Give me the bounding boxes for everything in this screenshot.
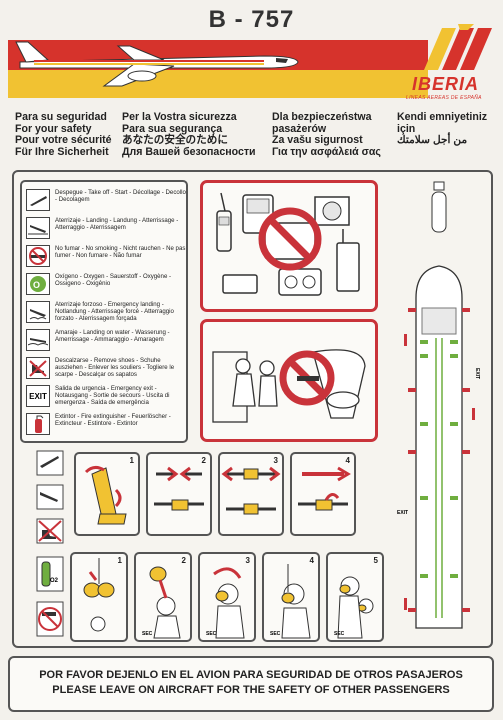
oxygen-step-4: 4 SEC: [262, 552, 320, 642]
no-smoking-lavatory-panel: [200, 319, 378, 442]
legend-row-no-smoking: No fumar - No smoking - Nicht rauchen - …: [26, 244, 186, 270]
legend-row-ditching: Amaraje - Landing on water - Wasserung -…: [26, 328, 186, 354]
ditching-icon: [26, 329, 50, 351]
legend-row-oxygen: O Oxígeno - Oxygen - Sauerstoff - Oxygèn…: [26, 272, 186, 298]
airplane-icon: [15, 41, 299, 87]
seat-icon: [84, 465, 127, 525]
sec-label-4: SEC: [270, 631, 281, 637]
remove-shoes-icon: [26, 357, 50, 379]
oxygen-mask-pull-icon: [149, 566, 181, 639]
electronic-devices-icon: [216, 192, 360, 296]
sec-label-5: SEC: [334, 631, 345, 637]
legend-row-extinguisher: Extintor - Fire extinguisher - Feuerlösc…: [26, 412, 186, 438]
seatbelt-tighten-icon: [221, 466, 281, 515]
brace-positions: [36, 450, 64, 546]
footer-line-spanish: POR FAVOR DEJENLO EN EL AVION PARA SEGUR…: [39, 669, 463, 681]
extinguisher-icon: [26, 413, 50, 435]
oxygen-step-1: 1: [70, 552, 128, 642]
oxygen-label: O2: [50, 578, 59, 584]
takeoff-icon: [26, 189, 50, 211]
oxygen-step-3: 3 SEC: [198, 552, 256, 642]
seatbelt-step-3: 3: [218, 452, 284, 536]
forced-landing-icon: [26, 301, 50, 323]
aircraft-title: B - 757: [208, 6, 295, 33]
legend-row-emergency-landing: Aterrizaje forzoso - Emergency landing -…: [26, 300, 186, 326]
legend-row-remove-shoes: Descalzarse - Remove shoes - Schuhe ausz…: [26, 356, 186, 382]
sec-label-2: SEC: [142, 631, 153, 637]
lang-col-3: Dla bezpieczeństwa pasażerów Za vašu sig…: [272, 111, 381, 158]
footer-line-english: PLEASE LEAVE ON AIRCRAFT FOR THE SAFETY …: [52, 684, 450, 696]
seatbelt-step-1: 1: [74, 452, 140, 536]
seatbelt-fasten-icon: [154, 466, 204, 511]
footer-notice: POR FAVOR DEJENLO EN EL AVION PARA SEGUR…: [8, 656, 494, 712]
brand-subtitle: LINEAS AEREAS DE ESPAÑA: [406, 95, 482, 101]
oxygen-mask-breathe-icon: [281, 564, 311, 639]
lang-col-1: Para su seguridad For your safety Pour v…: [15, 111, 112, 158]
svg-text:O: O: [33, 280, 40, 290]
no-smoking-lavatory-icon: [212, 349, 366, 423]
oxygen-step-5: 5 SEC: [326, 552, 384, 642]
no-electronics-panel: [200, 180, 378, 312]
oxygen-legend: O2: [36, 556, 64, 640]
oxygen-mask-help-child-icon: [337, 576, 374, 639]
landing-icon: [26, 217, 50, 239]
oxygen-step-2: 2 SEC: [134, 552, 192, 642]
oxygen-icon: O: [26, 273, 50, 295]
seatbelt-release-icon: [298, 466, 351, 511]
seatbelt-step-2: 2: [146, 452, 212, 536]
cabin-exit-label-2: EXIT: [397, 510, 409, 516]
brand-wordmark: IBERIA: [412, 74, 480, 94]
legend-row-landing: Aterrizaje - Landing - Landung - Atterri…: [26, 216, 186, 242]
exit-icon: EXIT: [26, 385, 50, 407]
livery-stripes: [8, 40, 428, 100]
language-headings: Para su seguridad For your safety Pour v…: [15, 111, 495, 162]
cabin-layout-diagram: [404, 181, 475, 629]
oxygen-mask-place-icon: [213, 567, 245, 639]
lang-col-2: Per la Vostra sicurezza Para sua seguran…: [122, 111, 256, 158]
legend-row-exit: EXIT Salida de urgencia - Emergency exit…: [26, 384, 186, 410]
seatbelt-step-4: 4: [290, 452, 356, 536]
sec-label-3: SEC: [206, 631, 217, 637]
legend-row-takeoff: Despegue - Take off - Start - Décollage …: [26, 188, 186, 214]
cabin-exit-label: EXIT: [474, 368, 480, 380]
iberia-logo-icon: [424, 24, 492, 70]
oxygen-mask-drop-icon: [83, 558, 115, 632]
no-smoking-icon: [26, 245, 50, 267]
lang-col-4: Kendi emniyetiniz için من أجل سلامتك: [397, 111, 488, 147]
icon-legend: Despegue - Take off - Start - Décollage …: [20, 180, 188, 443]
